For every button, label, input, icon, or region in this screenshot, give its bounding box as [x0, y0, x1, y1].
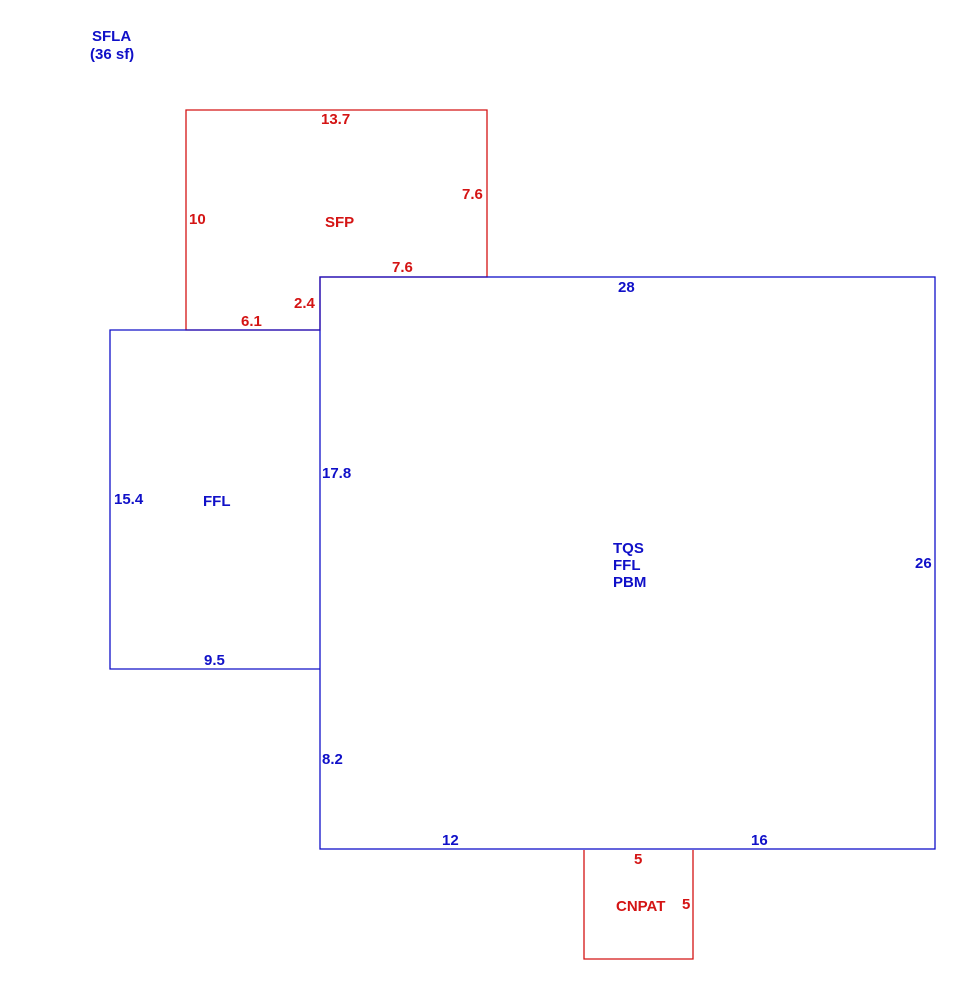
main-area-code-1: TQS [613, 540, 644, 557]
sfp-dim-step: 2.4 [294, 295, 316, 312]
main-outline [319, 276, 936, 850]
sfla-summary: SFLA (36 sf) [90, 28, 134, 63]
main-area: 28 17.8 8.2 26 12 16 TQS FFL PBM [319, 276, 936, 850]
main-area-code-2: FFL [613, 557, 641, 574]
sfla-area-value: (36 sf) [90, 46, 134, 63]
main-dim-bottom-left: 12 [442, 832, 459, 849]
cnpat-outline [583, 850, 694, 960]
sfp-dim-right: 7.6 [462, 186, 483, 203]
sfp-dim-left: 10 [189, 211, 206, 228]
sfp-dim-bottom-right: 7.6 [392, 259, 413, 276]
sfla-title: SFLA [92, 28, 131, 45]
main-area-code-3: PBM [613, 574, 646, 591]
cnpat-dim-right: 5 [682, 896, 690, 913]
left-wing-outline [109, 329, 320, 670]
sfp-area: 13.7 10 7.6 7.6 2.4 6.1 SFP [185, 109, 488, 331]
main-dim-top: 28 [618, 279, 635, 296]
main-dim-bottom-right: 16 [751, 832, 768, 849]
sfp-dim-bottom-left: 6.1 [241, 313, 262, 330]
left-wing-area: 15.4 9.5 FFL [109, 329, 320, 670]
cnpat-area: 5 5 CNPAT [583, 850, 694, 960]
left-wing-area-code: FFL [203, 493, 231, 510]
sfp-area-code: SFP [325, 214, 354, 231]
cnpat-area-code: CNPAT [616, 898, 665, 915]
sfp-dim-top: 13.7 [321, 111, 350, 128]
main-dim-left-lower: 8.2 [322, 751, 343, 768]
left-wing-dim-left: 15.4 [114, 491, 144, 508]
cnpat-dim-top: 5 [634, 851, 642, 868]
main-dim-right: 26 [915, 555, 932, 572]
left-wing-dim-bottom: 9.5 [204, 652, 225, 669]
main-dim-left-upper: 17.8 [322, 465, 351, 482]
